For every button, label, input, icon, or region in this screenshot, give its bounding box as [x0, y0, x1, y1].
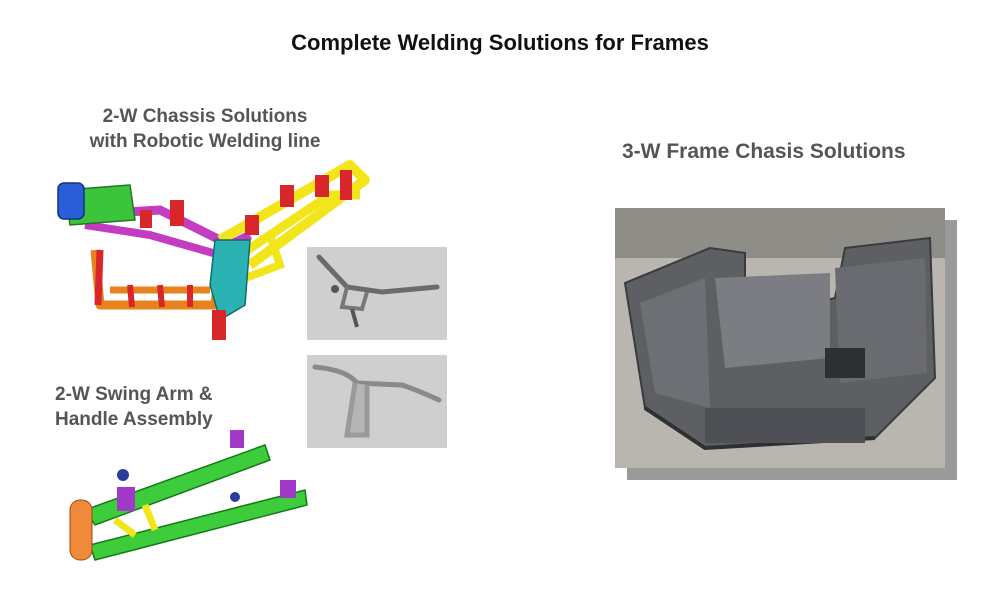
- handle-image-top: [307, 247, 447, 340]
- slide-title: Complete Welding Solutions for Frames: [291, 30, 709, 55]
- chassis-2w-label: 2-W Chassis Solutions with Robotic Weldi…: [70, 104, 340, 154]
- frame-3w-photo: [615, 208, 945, 468]
- chassis-2w-label-line1: 2-W Chassis Solutions: [102, 106, 308, 127]
- chassis-2w-label-line2: with Robotic Welding line: [89, 131, 321, 152]
- swing-arm-image: [55, 425, 315, 570]
- chassis-2w-image: [40, 155, 370, 345]
- swing-arm-2w-label-line1: 2-W Swing Arm &: [55, 384, 213, 405]
- handle-image-bottom: [307, 355, 447, 448]
- frame-3w-label: 3-W Frame Chasis Solutions: [622, 140, 906, 163]
- swing-arm-2w-label: 2-W Swing Arm & Handle Assembly: [55, 382, 275, 432]
- swing-arm-2w-label-line2: Handle Assembly: [55, 409, 213, 430]
